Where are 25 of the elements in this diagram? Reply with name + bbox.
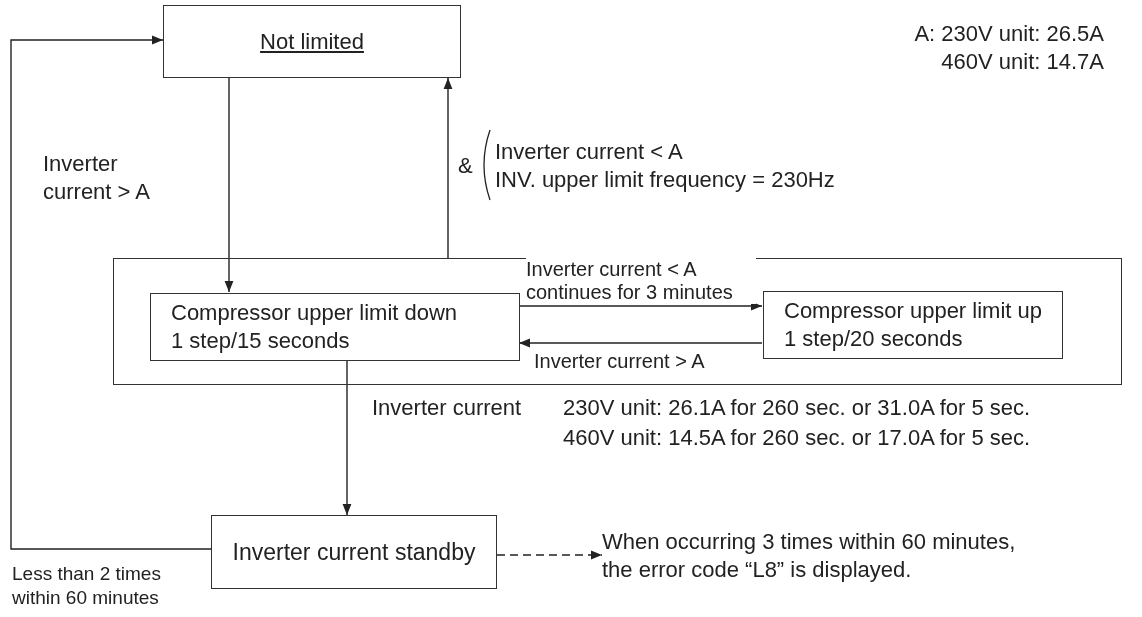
process-box — [150, 293, 520, 361]
note-text: When occurring 3 times within 60 minutes, the error code “L8” is displayed. — [602, 529, 1016, 582]
box-label: Not limited — [260, 27, 364, 56]
box-label: Inverter current standby — [232, 538, 476, 566]
arrow — [443, 77, 453, 259]
note-text: Inverter current < A — [495, 138, 683, 166]
arrow — [10, 35, 212, 550]
note-text: 460V unit: 14.5A for 260 sec. or 17.0A for 5 sec. — [563, 424, 1031, 452]
arrow — [342, 359, 352, 516]
arrow — [496, 550, 603, 560]
process-box — [763, 291, 1063, 359]
box-label: Compressor upper limit down 1 step/15 seconds — [170, 299, 459, 355]
note-text: A: 230V unit: 26.5A — [914, 20, 1104, 48]
group-box — [113, 258, 1122, 385]
note-text: & — [458, 152, 473, 180]
process-box — [163, 5, 461, 78]
note-text: INV. upper limit frequency = 230Hz — [495, 166, 835, 194]
edge-label: Inverter current < A continues for 3 minutes — [526, 258, 756, 304]
process-box — [211, 515, 497, 589]
note-text: 230V unit: 26.1A for 260 sec. or 31.0A for 5 sec. — [563, 394, 1031, 422]
box-label: Compressor upper limit up 1 step/20 seconds — [783, 297, 1043, 353]
arrow — [518, 301, 763, 311]
arrow — [518, 338, 763, 348]
note-text: 460V unit: 14.7A — [941, 48, 1104, 76]
arrow — [224, 77, 234, 293]
